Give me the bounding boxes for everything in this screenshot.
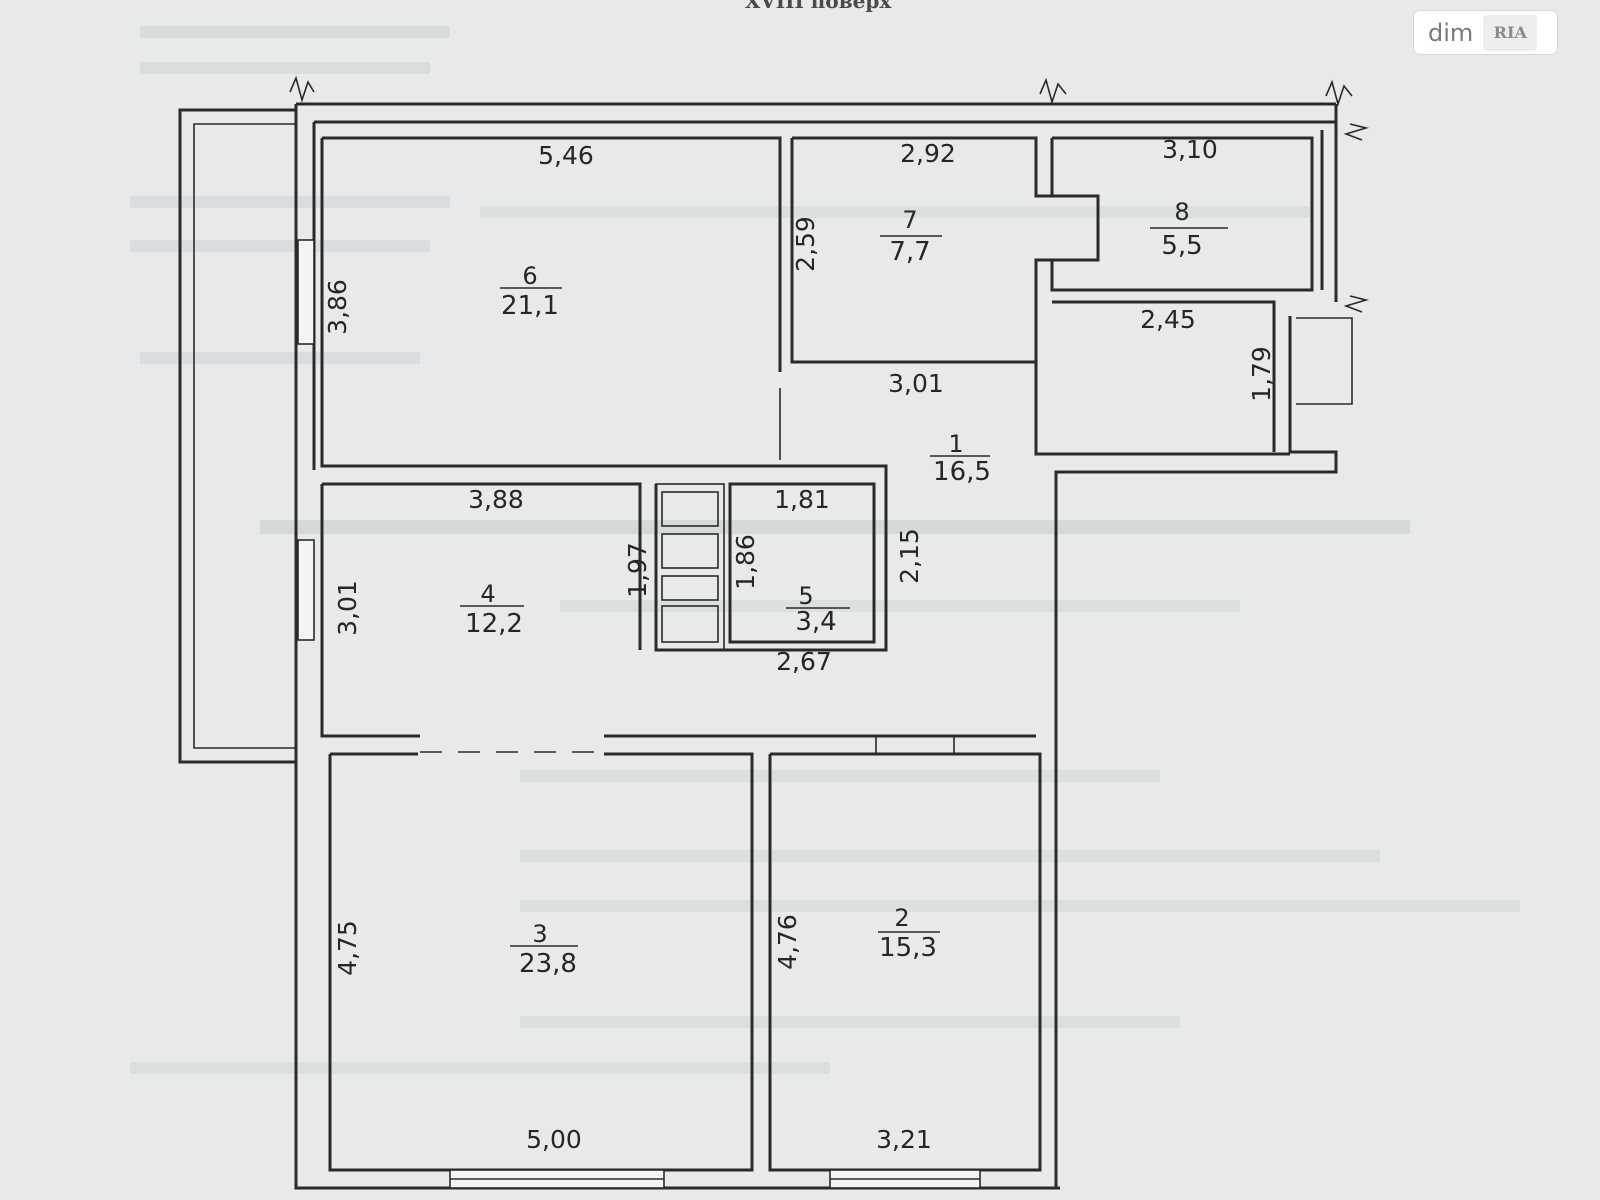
room-4-area: 12,2: [465, 609, 523, 639]
logo-brand-text: dim: [1428, 18, 1474, 47]
dim-room6-width: 5,46: [538, 141, 594, 170]
dim-room2-height: 4,76: [773, 914, 802, 970]
ventilation-shaft: [655, 483, 725, 651]
room-7-number: 7: [902, 206, 917, 234]
room-labels: 6 21,1 7 7,7 8 5,5 1 16,5 4 12,2 5 3,4: [460, 198, 1228, 979]
room5-walls: [728, 482, 876, 644]
room-2-label: 2 15,3: [878, 904, 940, 963]
dim-room6-height: 3,86: [323, 279, 352, 335]
room-5-number: 5: [798, 582, 813, 610]
dim-room2-width: 3,21: [876, 1125, 932, 1154]
logo-badge: RIA: [1483, 14, 1538, 51]
dim-room7-bottom: 3,01: [888, 369, 944, 398]
room8-walls: [1050, 136, 1314, 292]
dim-corridor-height: 2,15: [895, 528, 924, 584]
dim-room3-width: 5,00: [526, 1125, 582, 1154]
room2-walls: [768, 752, 1042, 1172]
dim-room8-width: 3,10: [1162, 135, 1218, 164]
room-8-label: 8 5,5: [1150, 198, 1228, 261]
outer-wall-left: [294, 104, 1060, 1190]
walls: [178, 102, 1338, 1190]
room-8-number: 8: [1174, 198, 1189, 226]
room-2-number: 2: [894, 904, 909, 932]
dim-room3-height: 4,75: [333, 920, 362, 976]
room3-walls: [328, 752, 754, 1172]
dim-room8-bottom: 2,45: [1140, 305, 1196, 334]
windows: [297, 239, 981, 1189]
floor-label: XVIII поверх: [745, 0, 893, 13]
dim-room7-width: 2,92: [900, 139, 956, 168]
room7-walls: [790, 136, 1100, 364]
dim-room5-height: 1,86: [731, 534, 760, 590]
room-1-label: 1 16,5: [930, 430, 991, 487]
room4-walls: [320, 482, 1036, 738]
dimension-labels: 5,46 3,86 2,92 2,59 3,01 3,10 2,45 1,79 …: [323, 135, 1276, 1154]
dim-entry-depth: 1,79: [1247, 346, 1276, 402]
dim-room4-height: 3,01: [333, 580, 362, 636]
room-3-area: 23,8: [519, 949, 577, 979]
dim-shaft-height: 1,97: [623, 542, 652, 598]
room-1-area: 16,5: [933, 457, 991, 487]
room-8-area: 5,5: [1161, 231, 1202, 261]
room-5-label: 5 3,4: [786, 582, 850, 637]
room-4-number: 4: [480, 580, 495, 608]
entry-walls: [1052, 300, 1338, 1188]
dim-room4-width: 3,88: [468, 485, 524, 514]
dim-ria-logo: dim RIA: [1414, 11, 1557, 54]
door-marks: [875, 736, 955, 754]
corridor-wall: [1034, 362, 1290, 456]
room-1-number: 1: [948, 430, 963, 458]
break-symbols: [289, 75, 1370, 405]
dim-room5-bottom: 2,67: [776, 647, 832, 676]
dim-room5-width: 1,81: [774, 485, 830, 514]
window-room4: [297, 539, 315, 641]
room-6-label: 6 21,1: [500, 262, 562, 321]
balcony-outline: [178, 108, 296, 764]
balcony-inner: [193, 123, 296, 749]
room-7-area: 7,7: [889, 237, 930, 267]
room-7-label: 7 7,7: [880, 206, 942, 267]
room-6-number: 6: [522, 262, 537, 290]
room-3-label: 3 23,8: [510, 920, 578, 979]
room-6-area: 21,1: [501, 291, 559, 321]
window-room6: [297, 239, 315, 345]
room-3-number: 3: [532, 920, 547, 948]
room-4-label: 4 12,2: [460, 580, 524, 639]
room-2-area: 15,3: [879, 933, 937, 963]
background-noise: [130, 26, 1520, 1074]
room-5-area: 3,4: [795, 607, 836, 637]
dim-room7-height: 2,59: [791, 216, 820, 272]
